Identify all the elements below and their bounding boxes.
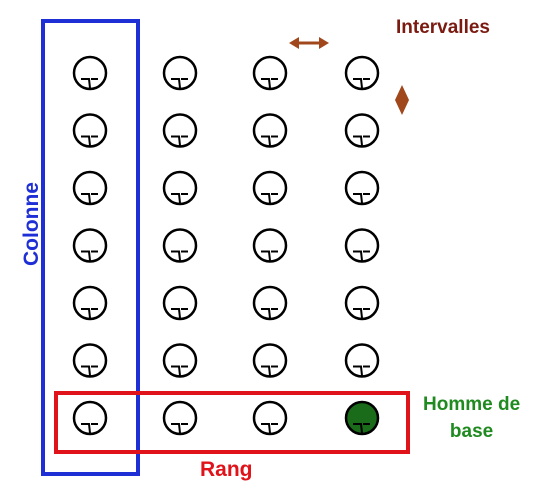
soldier: [72, 400, 108, 436]
base-soldier: [344, 400, 380, 436]
soldier: [252, 400, 288, 436]
soldier: [162, 113, 198, 148]
soldier: [344, 170, 380, 206]
soldier: [344, 113, 380, 148]
rank-label: Rang: [200, 458, 253, 481]
soldier: [162, 170, 198, 206]
soldier: [162, 55, 198, 91]
soldier: [344, 343, 380, 378]
base-man-label-line1: Homme de: [423, 394, 521, 415]
column-label: Colonne: [20, 182, 43, 266]
soldier: [162, 343, 198, 378]
base-man-label-line2: base: [449, 421, 494, 442]
base-man-label: Homme de base: [423, 391, 520, 445]
soldier: [344, 228, 380, 263]
soldier-grid: [72, 55, 380, 436]
soldier: [252, 113, 288, 148]
soldier: [162, 400, 198, 436]
soldier: [252, 228, 288, 263]
soldier: [162, 285, 198, 321]
soldier: [72, 228, 108, 263]
soldier: [72, 285, 108, 321]
horizontal-interval-arrow: [289, 37, 329, 49]
vertical-interval-diamond: [395, 85, 409, 115]
soldier: [72, 343, 108, 378]
soldier: [252, 343, 288, 378]
soldier: [344, 55, 380, 91]
soldier: [344, 285, 380, 321]
column-box: [41, 19, 140, 476]
soldier: [252, 55, 288, 91]
soldier: [72, 170, 108, 206]
soldier: [162, 228, 198, 263]
rank-box: [54, 391, 410, 454]
intervals-label: Intervalles: [396, 17, 490, 38]
soldier: [72, 55, 108, 91]
soldier: [72, 113, 108, 148]
soldier: [252, 170, 288, 206]
soldier: [252, 285, 288, 321]
